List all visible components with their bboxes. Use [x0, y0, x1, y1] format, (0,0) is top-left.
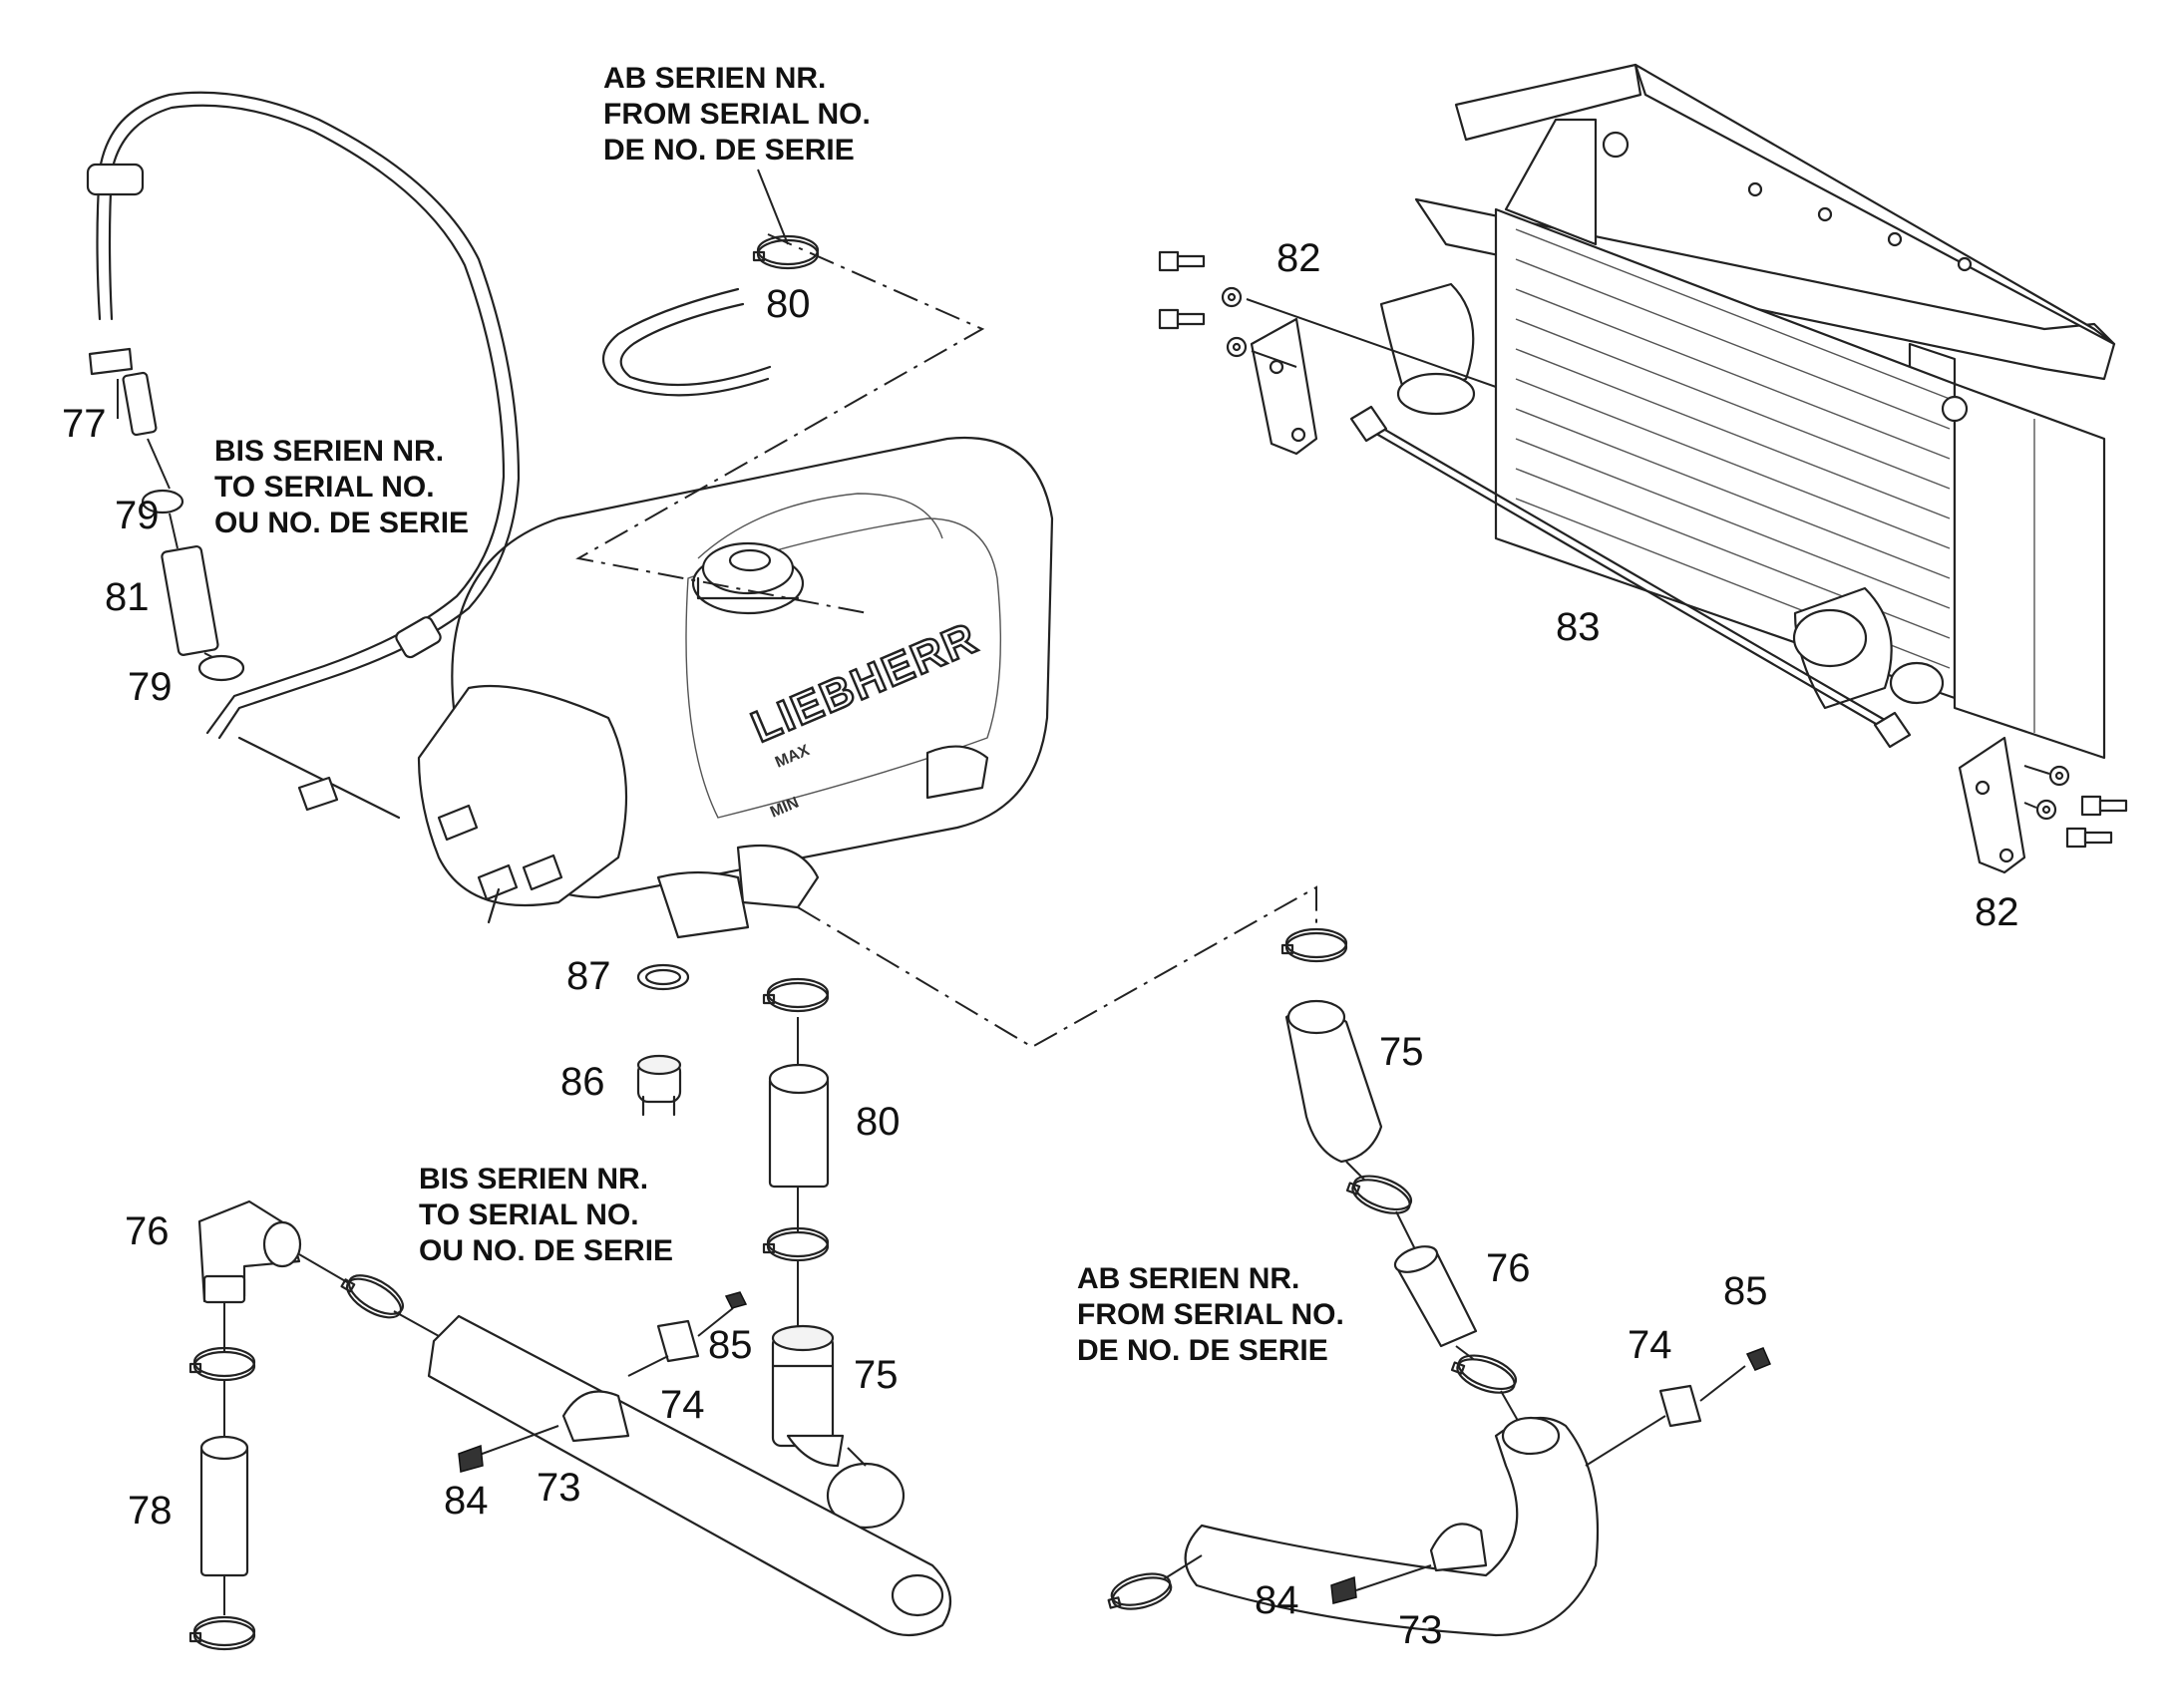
vent-hose: [86, 91, 521, 740]
callout-81: 81: [105, 575, 150, 619]
callouts: 80 82 77 79 81 79 83 82 87 75 86 80 76 7…: [62, 236, 2019, 1652]
callout-74-mid: 74: [660, 1383, 705, 1427]
dash-link-right: [797, 885, 1317, 1049]
svg-text:AB SERIEN NR.: AB SERIEN NR.: [1077, 1262, 1299, 1295]
hose-80-lower: [762, 977, 830, 1331]
svg-text:BIS SERIEN NR.: BIS SERIEN NR.: [419, 1163, 648, 1196]
expansion-tank: LIEBHERR MAX MIN: [417, 436, 1054, 939]
callout-74-right: 74: [1628, 1323, 1672, 1367]
callout-85-right: 85: [1723, 1269, 1768, 1313]
bolts-bottom: [2023, 765, 2128, 849]
svg-text:OU NO. DE SERIE: OU NO. DE SERIE: [214, 507, 469, 539]
bolts-top: [1158, 250, 1497, 388]
hose-78: [188, 1435, 256, 1651]
svg-text:FROM SERIAL NO.: FROM SERIAL NO.: [603, 98, 871, 131]
tie-rod: [1349, 405, 1912, 749]
callout-80-mid: 80: [856, 1100, 901, 1144]
callout-86: 86: [560, 1060, 605, 1104]
plug-and-seal: [636, 963, 690, 1117]
elbow-75-right: [1280, 927, 1417, 1252]
elbow-75-mid: [771, 1324, 906, 1530]
callout-77: 77: [62, 402, 107, 446]
svg-text:DE NO. DE SERIE: DE NO. DE SERIE: [603, 134, 855, 167]
tube-right: [1103, 1347, 1771, 1637]
callout-75-right: 75: [1379, 1030, 1424, 1074]
callout-73-right: 73: [1398, 1608, 1443, 1652]
note-from-serial-right: AB SERIEN NR. FROM SERIAL NO. DE NO. DE …: [1077, 1262, 1344, 1367]
radiator-assembly: [1379, 63, 2116, 760]
svg-text:OU NO. DE SERIE: OU NO. DE SERIE: [419, 1234, 673, 1267]
svg-text:FROM SERIAL NO.: FROM SERIAL NO.: [1077, 1298, 1344, 1331]
callout-76-left: 76: [125, 1209, 170, 1253]
bracket-bottom: [1958, 736, 2026, 874]
callout-75-mid: 75: [854, 1353, 899, 1397]
callout-73-mid: 73: [537, 1466, 581, 1510]
svg-text:TO SERIAL NO.: TO SERIAL NO.: [214, 471, 435, 504]
vent-fittings: [122, 371, 401, 820]
callout-78: 78: [128, 1489, 173, 1533]
svg-text:AB SERIEN NR.: AB SERIEN NR.: [603, 62, 826, 95]
hose-76-right: [1393, 1245, 1522, 1427]
bracket-top: [1250, 317, 1318, 456]
callout-85-mid: 85: [708, 1323, 753, 1367]
callout-87: 87: [566, 954, 611, 998]
callout-84-mid: 84: [444, 1479, 489, 1523]
callout-82-bottom: 82: [1975, 890, 2019, 934]
small-hose-top: [575, 233, 985, 614]
callout-79-bottom: 79: [128, 665, 173, 709]
callout-83: 83: [1556, 605, 1601, 649]
note-from-serial-top: AB SERIEN NR. FROM SERIAL NO. DE NO. DE …: [603, 62, 871, 245]
svg-text:TO SERIAL NO.: TO SERIAL NO.: [419, 1198, 639, 1231]
svg-text:DE NO. DE SERIE: DE NO. DE SERIE: [1077, 1334, 1328, 1367]
callout-76-right: 76: [1486, 1246, 1531, 1290]
note-to-serial-mid: BIS SERIEN NR. TO SERIAL NO. OU NO. DE S…: [419, 1163, 673, 1267]
svg-text:BIS SERIEN NR.: BIS SERIEN NR.: [214, 435, 444, 468]
callout-82-top: 82: [1276, 236, 1321, 280]
callout-84-right: 84: [1255, 1578, 1299, 1622]
elbow-76-left: [188, 1199, 302, 1446]
tube-left: [298, 1253, 952, 1636]
note-to-serial-left: BIS SERIEN NR. TO SERIAL NO. OU NO. DE S…: [214, 435, 469, 539]
callout-79-top: 79: [115, 494, 160, 537]
callout-80-top: 80: [766, 282, 811, 326]
